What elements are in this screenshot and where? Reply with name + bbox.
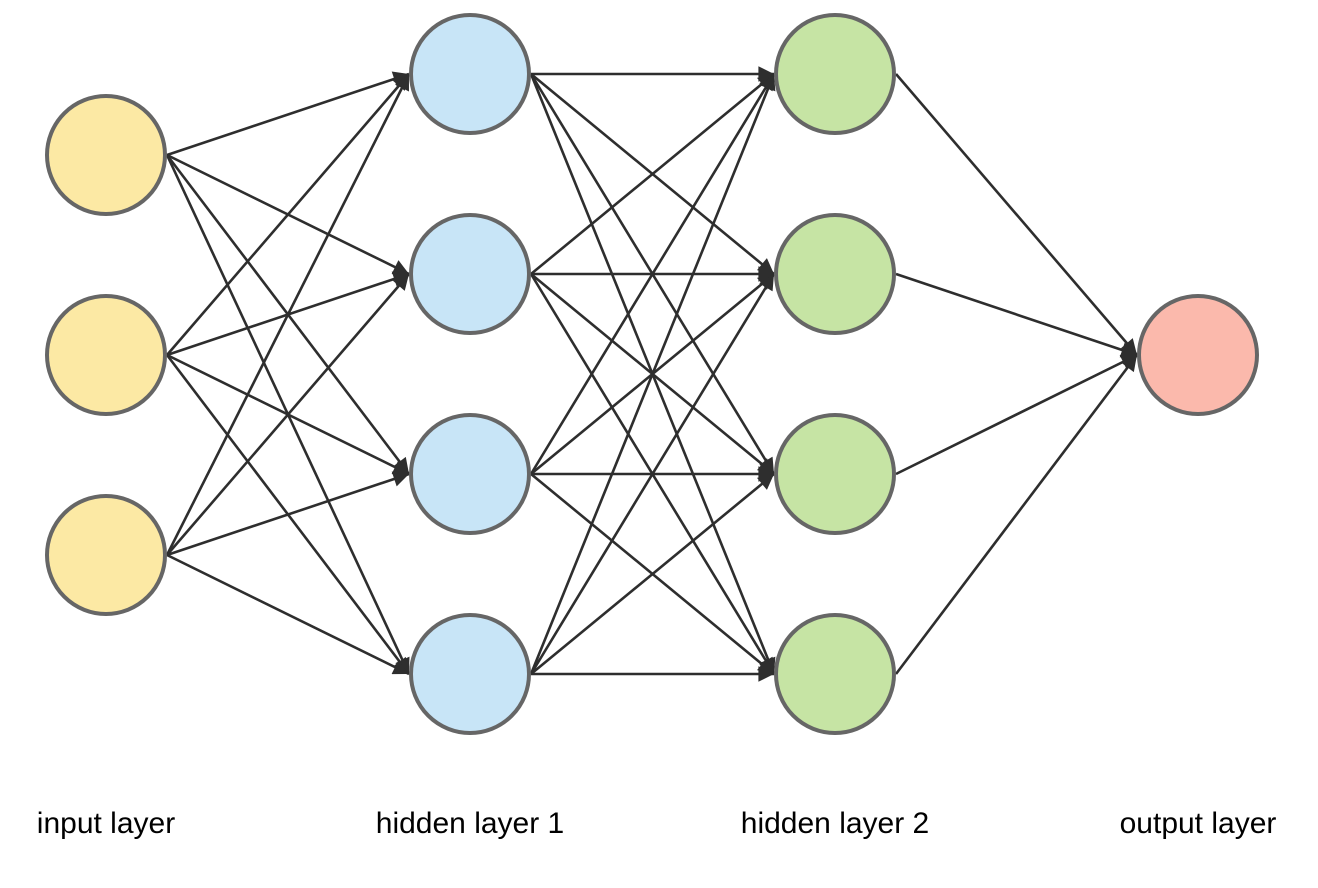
node-hidden2-2	[774, 213, 896, 335]
layer-label-hidden1: hidden layer 1	[375, 807, 565, 840]
edge-hidden1-3-to-hidden2-1	[529, 73, 776, 475]
edge-hidden2-2-to-output-1	[895, 272, 1138, 358]
edge-input-3-to-hidden1-1	[165, 73, 411, 556]
nodes-group	[45, 13, 1259, 735]
node-output-1	[1137, 294, 1259, 416]
edge-input-3-to-hidden1-3	[166, 471, 410, 557]
edge-input-2-to-hidden1-1	[166, 73, 410, 356]
edge-hidden2-3-to-output-1	[895, 353, 1138, 476]
node-hidden1-2	[409, 213, 531, 335]
node-input-2	[45, 294, 167, 416]
edge-input-3-to-hidden1-2	[166, 273, 410, 556]
node-hidden2-1	[774, 13, 896, 135]
node-input-3	[45, 494, 167, 616]
edge-hidden1-2-to-hidden2-1	[530, 72, 775, 276]
layer-label-output: output layer	[1119, 807, 1277, 840]
edge-hidden1-4-to-hidden2-2	[529, 273, 776, 675]
edge-hidden2-1-to-output-1	[895, 73, 1138, 356]
edge-input-3-to-hidden1-4	[166, 553, 410, 676]
node-hidden2-3	[774, 413, 896, 535]
node-hidden2-4	[774, 613, 896, 735]
edge-hidden1-4-to-hidden2-3	[530, 472, 775, 676]
node-input-1	[45, 94, 167, 216]
layer-label-hidden2: hidden layer 2	[740, 807, 930, 840]
node-hidden1-1	[409, 13, 531, 135]
layer-label-input: input layer	[36, 807, 176, 840]
node-hidden1-4	[409, 613, 531, 735]
edge-hidden1-4-to-hidden2-1	[529, 73, 776, 675]
node-hidden1-3	[409, 413, 531, 535]
edge-hidden2-4-to-output-1	[894, 354, 1139, 675]
edge-input-1-to-hidden1-1	[166, 71, 410, 157]
edges-group	[165, 66, 1139, 682]
